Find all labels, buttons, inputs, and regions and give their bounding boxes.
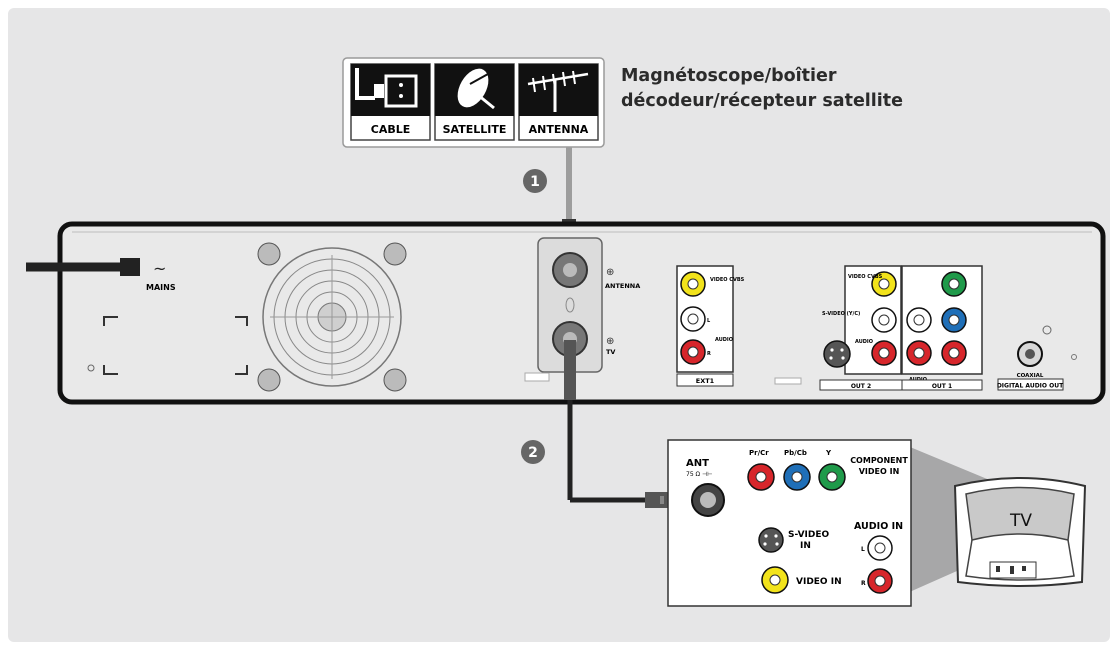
ext1-audio-label: AUDIO [715, 337, 733, 343]
step-1-number: 1 [530, 174, 540, 190]
antenna-source-tile: ANTENNA [518, 63, 599, 141]
source-caption: Magnétoscope/boîtier décodeur/récepteur … [621, 64, 921, 114]
tv-s-video-jack [758, 527, 784, 553]
out1-label: OUT 1 [932, 383, 952, 390]
antenna-in-out-module: ANTENNA TV ⊕ ⊕ [537, 237, 640, 373]
tv-audio-in-label: AUDIO IN [854, 521, 903, 532]
corner-marks [103, 316, 248, 375]
cable-source-tile: CABLE [350, 63, 431, 141]
step-2-number: 2 [528, 445, 538, 461]
satellite-label: SATELLITE [443, 123, 507, 136]
ant-impedance-label: 75 Ω ⊣⊢ [686, 471, 713, 478]
ext1-connector-group: VIDEO CVBS AUDIO L R EXT1 [676, 265, 745, 387]
ext1-l-label: L [707, 318, 711, 324]
antenna-icon [527, 70, 589, 112]
recorder-rear-panel: ~ MAINS [26, 221, 1106, 405]
tv-s-video-label-2: IN [800, 541, 811, 551]
tv-port-label: TV [606, 348, 615, 356]
mains-label: MAINS [146, 283, 176, 292]
ac-symbol-icon: ~ [153, 259, 166, 278]
ext1-video-label: VIDEO CVBS [710, 277, 745, 283]
tv-rear-panel: ANT 75 Ω ⊣⊢ Pr/Cr Pb/Cb Y COMPONENT VIDE… [667, 439, 1085, 607]
tv-set-icon: TV [953, 477, 1087, 587]
out2-video-label: VIDEO CVBS [848, 274, 883, 280]
y-label: Y [825, 449, 832, 457]
cooling-fan [257, 242, 407, 392]
coaxial-output: COAXIAL DIGITAL AUDIO OUT [997, 325, 1064, 391]
source-caption-line-1: Magnétoscope/boîtier [621, 66, 837, 86]
ext1-label: EXT1 [696, 377, 715, 385]
antenna-label: ANTENNA [529, 123, 589, 136]
coaxial-label: COAXIAL [1017, 373, 1044, 379]
pr-cr-label: Pr/Cr [749, 449, 769, 457]
tv-video-in-label: VIDEO IN [796, 577, 842, 587]
power-cord [26, 258, 140, 276]
s-video-label: S-VIDEO (Y/C) [822, 311, 860, 317]
out1-connector-group: AUDIO OUT 1 [901, 265, 983, 391]
cable-icon [355, 68, 418, 108]
tv-s-video-label-1: S-VIDEO [788, 530, 829, 540]
source-caption-line-2: décodeur/récepteur satellite [621, 91, 904, 111]
component-label-2: VIDEO IN [859, 467, 900, 476]
satellite-source-tile: SATELLITE [434, 63, 515, 141]
s-video-jack [823, 340, 851, 368]
satellite-dish-icon [457, 68, 495, 110]
out2-audio-label: AUDIO [855, 339, 873, 345]
output-arrow-icon: ⊕ [606, 336, 614, 347]
step-2-marker: 2 [521, 440, 545, 464]
component-label-1: COMPONENT [850, 456, 908, 465]
cable-label: CABLE [371, 123, 411, 136]
out2-connector-group: VIDEO CVBS S-VIDEO (Y/C) AUDIO OUT 2 [819, 265, 903, 391]
digital-audio-out-label: DIGITAL AUDIO OUT [997, 383, 1064, 390]
tv-l-label: L [861, 546, 865, 553]
pb-cb-label: Pb/Cb [784, 449, 807, 457]
input-arrow-icon: ⊕ [606, 267, 614, 278]
out2-label: OUT 2 [851, 383, 871, 390]
tv-set-label: TV [1009, 511, 1032, 531]
ext1-r-label: R [707, 351, 711, 357]
source-device-box: CABLE SATELLITE [342, 57, 605, 148]
ant-label: ANT [686, 458, 709, 469]
tv-r-label: R [861, 580, 866, 587]
antenna-port-label: ANTENNA [605, 282, 640, 290]
step-1-marker: 1 [523, 169, 547, 193]
